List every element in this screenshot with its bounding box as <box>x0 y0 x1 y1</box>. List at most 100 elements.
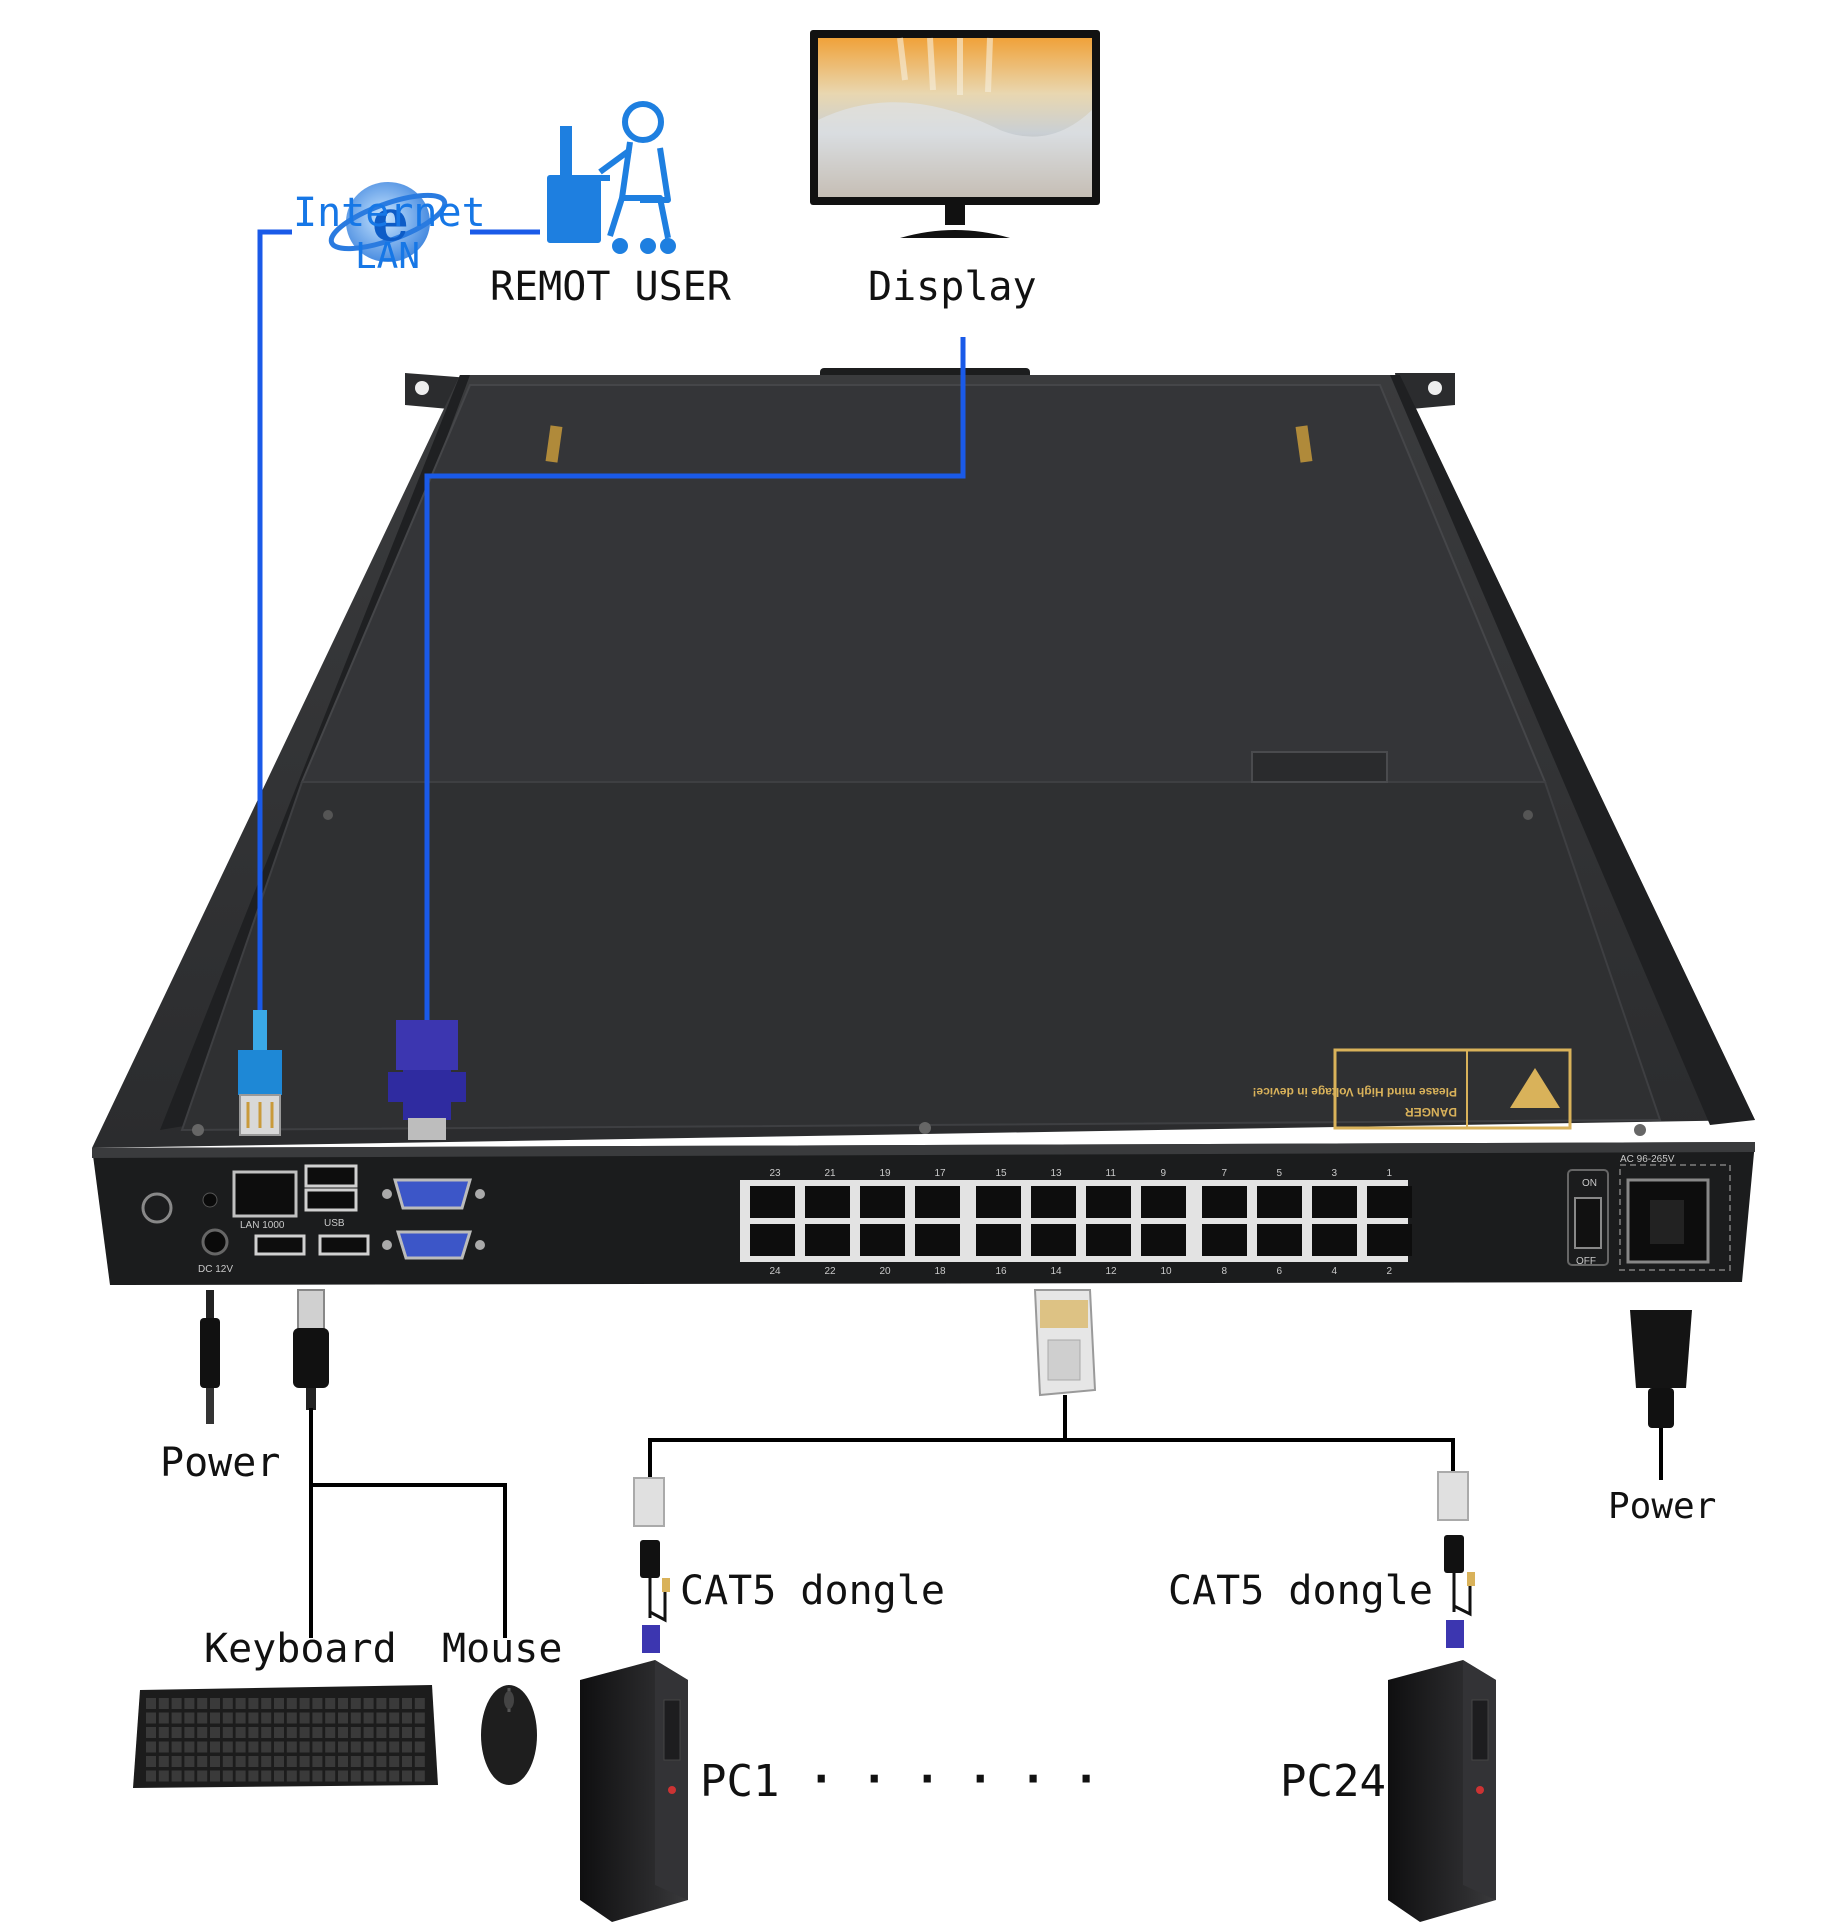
lan-cable-line <box>257 229 292 1010</box>
rj45-port-top <box>1312 1186 1357 1218</box>
danger-title: DANGER <box>1405 1105 1457 1119</box>
keyboard-key <box>402 1756 412 1767</box>
rj45-port-bottom <box>805 1224 850 1256</box>
rj45-port-top <box>1257 1186 1302 1218</box>
keyboard-key <box>389 1727 400 1738</box>
keyboard-key <box>363 1712 374 1724</box>
vga-cable-line <box>424 337 966 1020</box>
keyboard-key <box>350 1770 361 1782</box>
keyboard-key <box>171 1741 182 1753</box>
pc-tower-icon <box>580 1660 688 1922</box>
keyboard-key <box>274 1698 284 1709</box>
keyboard-key <box>146 1727 156 1738</box>
rj45-port-bottom <box>1031 1224 1076 1256</box>
keyboard-key <box>158 1698 169 1709</box>
keyboard-key <box>146 1756 156 1767</box>
switch-on-label: ON <box>1582 1178 1597 1189</box>
keyboard-key <box>261 1756 272 1767</box>
rj45-port-top <box>805 1186 850 1218</box>
cat5-dongle-right-icon <box>1437 1471 1475 1648</box>
keyboard-key <box>338 1756 348 1767</box>
keyboard-key <box>414 1741 425 1753</box>
port-number: 19 <box>880 1168 892 1179</box>
keyboard-key <box>376 1741 387 1753</box>
rj45-port-bottom <box>1257 1224 1302 1256</box>
vga-port-top <box>393 1178 472 1210</box>
keyboard-key <box>389 1756 400 1767</box>
keyboard-key <box>261 1741 272 1753</box>
keyboard-key <box>184 1770 195 1782</box>
keyboard-key <box>248 1698 259 1709</box>
mouse-label: Mouse <box>442 1626 562 1672</box>
keyboard-key <box>376 1770 387 1782</box>
keyboard-key <box>338 1770 348 1782</box>
keyboard-key <box>274 1770 284 1782</box>
rj45-port-bottom <box>976 1224 1021 1256</box>
dc-in-label: DC 12V <box>198 1264 233 1275</box>
keyboard-key <box>210 1712 220 1724</box>
keyboard-key <box>158 1756 169 1767</box>
warning-icon <box>1510 1068 1560 1108</box>
keyboard-key <box>363 1770 374 1782</box>
port-number: 2 <box>1387 1266 1393 1277</box>
ac-input-label: AC 96-265V <box>1620 1154 1675 1165</box>
keyboard-key <box>350 1727 361 1738</box>
keyboard-key <box>286 1741 297 1753</box>
port-number: 22 <box>825 1266 837 1277</box>
port-number: 16 <box>996 1266 1008 1277</box>
keyboard-key <box>363 1756 374 1767</box>
keyboard-key <box>325 1698 336 1709</box>
keyboard-key <box>261 1727 272 1738</box>
keyboard-key <box>286 1712 297 1724</box>
rj45-branch-line <box>648 1438 1455 1478</box>
keyboard-key <box>248 1770 259 1782</box>
keyboard-key <box>158 1712 169 1724</box>
port-number: 10 <box>1161 1266 1173 1277</box>
danger-text: Please mind High Voltage in device! <box>1253 1085 1458 1099</box>
keyboard-key <box>350 1712 361 1724</box>
keyboard-key <box>338 1741 348 1753</box>
keyboard-key <box>235 1712 246 1724</box>
keyboard-icon <box>133 1685 438 1788</box>
keyboard-key <box>197 1741 208 1753</box>
keyboard-key <box>261 1712 272 1724</box>
keyboard-key <box>171 1770 182 1782</box>
keyboard-key <box>235 1770 246 1782</box>
keyboard-key <box>158 1770 169 1782</box>
keyboard-key <box>363 1698 374 1709</box>
usb-to-mouse-line <box>311 1483 507 1638</box>
rj45-port-top <box>860 1186 905 1218</box>
keyboard-key <box>312 1741 323 1753</box>
port-number: 4 <box>1332 1266 1338 1277</box>
ground-icon <box>141 1192 173 1224</box>
keyboard-key <box>325 1770 336 1782</box>
pc-first-label: PC1 <box>700 1756 779 1807</box>
usb-port-bottom <box>304 1188 358 1212</box>
power-left-label: Power <box>160 1440 280 1486</box>
port-number: 11 <box>1106 1168 1117 1179</box>
keyboard-key <box>376 1727 387 1738</box>
keyboard-key <box>274 1712 284 1724</box>
rj45-port-block <box>740 1180 1412 1262</box>
keyboard-key <box>325 1741 336 1753</box>
rj45-port-bottom <box>915 1224 960 1256</box>
usb-plug-icon <box>293 1289 329 1410</box>
lan-label: LAN <box>355 236 420 277</box>
keyboard-key <box>248 1756 259 1767</box>
rj45-plug-icon <box>238 1010 282 1136</box>
keyboard-key <box>184 1741 195 1753</box>
keyboard-key <box>248 1712 259 1724</box>
keyboard-key <box>286 1756 297 1767</box>
keyboard-key <box>222 1698 233 1709</box>
keyboard-key <box>158 1727 169 1738</box>
switch-off-label: OFF <box>1576 1256 1596 1267</box>
keyboard-key <box>402 1727 412 1738</box>
keyboard-key <box>146 1770 156 1782</box>
keyboard-key <box>197 1712 208 1724</box>
keyboard-key <box>171 1727 182 1738</box>
keyboard-key <box>363 1727 374 1738</box>
keyboard-key <box>414 1756 425 1767</box>
keyboard-key <box>338 1727 348 1738</box>
port-number: 1 <box>1387 1168 1393 1179</box>
pc-last-label: PC24 <box>1280 1756 1386 1807</box>
